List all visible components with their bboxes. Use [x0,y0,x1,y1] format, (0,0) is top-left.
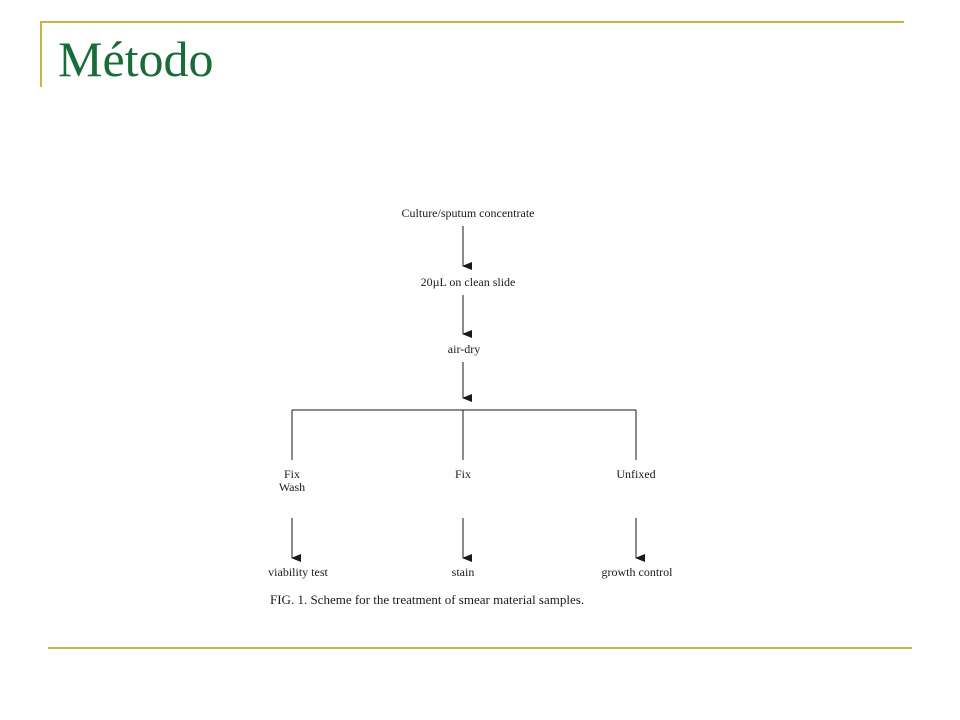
node-branch-left-line1: Fix [283,467,300,481]
top-rule [40,21,904,23]
node-branch-mid: Fix [454,467,472,481]
node-branch-left: Fix Wash [279,468,305,494]
node-source: Culture/sputum concentrate [401,206,535,220]
node-branch-right: Unfixed [616,467,656,481]
node-branch-left-line2: Wash [278,480,306,494]
node-air-dry: air-dry [447,342,481,356]
figure-caption: FIG. 1. Scheme for the treatment of smea… [270,592,585,607]
left-rule [40,21,42,87]
slide-title: Método [58,31,214,87]
bottom-rule [48,647,912,649]
node-out-mid: stain [451,565,475,579]
node-out-right: growth control [601,565,673,579]
node-slide-prep: 20µL on clean slide [420,275,516,289]
node-out-left: viability test [268,565,328,579]
